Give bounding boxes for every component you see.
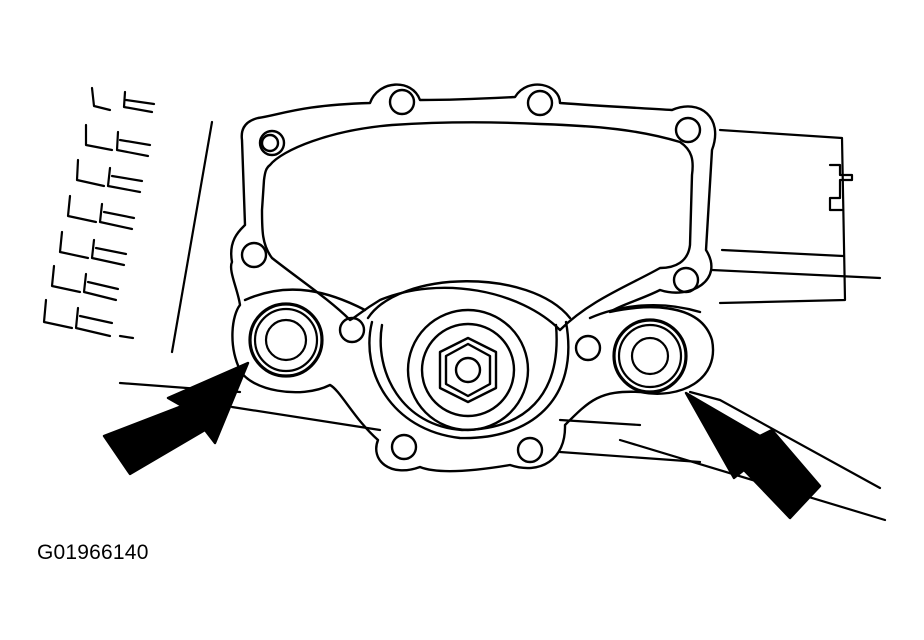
gasket-edge-line	[243, 288, 367, 312]
gasket-edge-line-right	[588, 304, 702, 320]
housing-outline	[118, 128, 887, 522]
center-hub	[366, 280, 572, 440]
gasket-inner-outline	[260, 121, 694, 332]
ribbed-structure	[42, 86, 214, 354]
bolt-holes	[240, 88, 702, 464]
figure-code: G01966140	[37, 541, 149, 564]
arrow-left-seal	[102, 361, 250, 476]
cover-plate-outline	[229, 83, 717, 473]
right-seal	[612, 318, 688, 394]
arrow-right-seal	[684, 391, 822, 520]
left-seal	[248, 302, 324, 378]
